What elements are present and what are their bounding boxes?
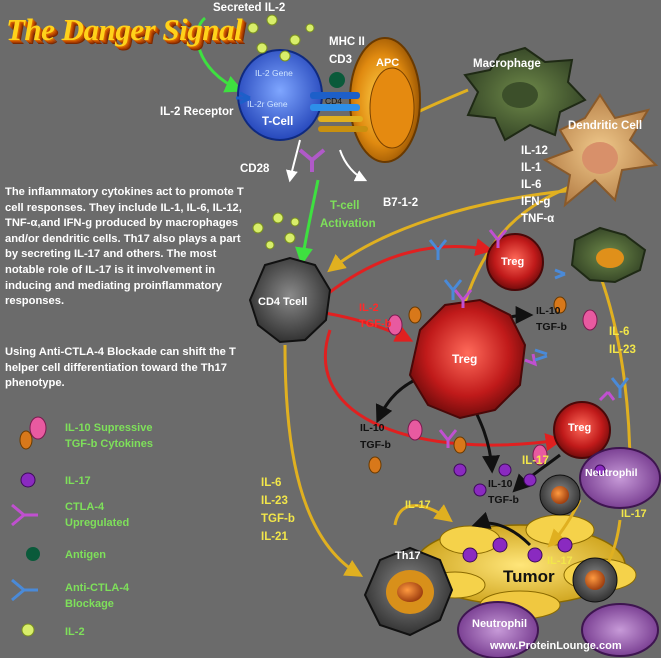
legend-ctla4-line1: CTLA-4 [65,501,105,513]
description-paragraph: The inflammatory cytokines act to promot… [5,186,244,308]
legend-ctla4-line2: Upregulated [65,517,130,529]
il2-gene-label: IL-2 Gene [255,68,293,78]
legend-anti-ctla4-line1: Anti-CTLA-4 [65,582,130,594]
anti-ctla4-antibodies [428,239,630,398]
il2r-gene-label: IL-2r Gene [247,99,288,109]
legend-anti-ctla4-line2: Blockage [65,598,114,610]
tgfb-label-c: TGF-b [488,494,519,506]
legend-il10-tgfb: IL-10 Supressive TGF-b Cytokines [65,420,153,452]
treg-top [486,233,544,291]
il10-label-a: IL-10 [536,305,561,317]
neutrophil-right-label: Neutrophil [585,467,638,479]
cd3-label: CD3 [329,54,353,66]
legend-il2-line1: IL-2 [65,626,85,638]
cytokine-il12: IL-12 [521,145,548,157]
tcell-activation-label-1: T-cell [330,200,360,212]
tumor-infiltrating-cells [539,474,618,603]
th17-input-il23: IL-23 [261,495,288,507]
th17-label: Th17 [395,550,421,562]
t-cell [236,49,368,141]
cytokine-il1: IL-1 [521,162,542,174]
th17-input-il6: IL-6 [261,477,282,489]
il10-label-b: IL-10 [360,422,385,434]
legend-ctla4: CTLA-4 Upregulated [65,499,129,531]
neutrophil-bottom-label: Neutrophil [472,618,527,630]
il17-particles [453,463,606,563]
tgfb-label-b: TGF-b [360,439,391,451]
legend-il2: IL-2 [65,624,85,640]
dendritic-cell [542,93,659,208]
th17-input-il21: IL-21 [261,531,288,543]
th17-cell [363,546,454,637]
treg-top-label: Treg [501,256,525,268]
macrophage-cell [463,46,587,142]
treg-main [408,298,527,420]
il17-right-label: IL-17 [522,455,549,467]
footer-credit: www.ProteinLounge.com [490,640,622,652]
neutrophil-bottom [457,601,659,658]
secreted-il2-label: Secreted IL-2 [213,2,286,14]
ctla4-receptors [438,229,616,448]
cytokine-il6: IL-6 [521,179,542,191]
il2-particles [247,14,315,250]
cytokine-tnfa: TNF-α [521,213,555,225]
dendritic-cell-label: Dendritic Cell [568,120,643,132]
il2-receptor-label: IL-2 Receptor [160,106,234,118]
cd4-tcell [248,256,332,344]
legend-anti-ctla4: Anti-CTLA-4 Blockage [65,580,129,612]
anti-ctla4-paragraph: Using Anti-CTLA-4 Blockade can shift the… [5,346,236,390]
neutrophil-right [579,447,661,509]
legend-il17: IL-17 [65,473,91,489]
macrophage-label: Macrophage [473,58,541,70]
legend-il10-tgfb-line2: TGF-b Cytokines [65,438,154,450]
treg-right [553,401,611,459]
legend-antigen: Antigen [65,547,106,563]
cd28-label: CD28 [240,163,270,175]
tumor-label: Tumor [503,567,555,586]
apc-label: APC [376,57,400,69]
legend-il17-line1: IL-17 [65,475,91,487]
mhc-ii-label: MHC II [329,36,365,48]
treg-main-label: Treg [452,352,478,366]
treg-right-label: Treg [568,422,592,434]
diagram-title: The Danger Signal [6,12,243,47]
th17-input-tgfb: TGF-b [261,513,295,525]
tgfb-red-label: TGF-b [359,318,392,330]
tgfb-label-a: TGF-b [536,321,567,333]
macrophage-cell-2 [570,226,647,284]
il10-label-c: IL-10 [488,478,513,490]
tcell-label: T-Cell [262,116,294,128]
il17-far-right-label: IL-17 [621,508,647,520]
b712-label: B7-1-2 [383,197,419,209]
tcell-activation-label-2: Activation [320,218,376,230]
il2-red-label: IL-2 [359,302,379,314]
cd4-small-label: CD4 [325,96,343,106]
legend-antigen-line1: Antigen [65,549,106,561]
legend-il10-tgfb-line1: IL-10 Supressive [65,422,153,434]
il10-tgfb-particles [368,296,598,474]
cytokine-ifng: IFN-g [521,196,551,208]
il23-right-label: IL-23 [609,344,636,356]
il17-tumor-label: IL-17 [547,555,573,567]
legend-icons [11,416,47,637]
cd4-tcell-label: CD4 Tcell [258,296,308,308]
il6-right-label: IL-6 [609,326,630,338]
il17-mid-label: IL-17 [405,499,431,511]
apc-cell [349,37,421,163]
